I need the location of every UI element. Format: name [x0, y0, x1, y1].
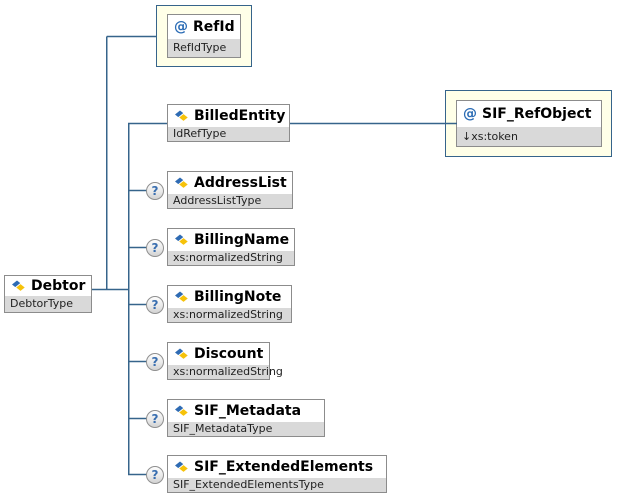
element-title-row: SIF_Metadata — [168, 400, 324, 422]
element-node-sif-metadata[interactable]: SIF_Metadata SIF_MetadataType — [167, 399, 325, 437]
attribute-at-icon: @ — [174, 19, 188, 35]
element-node-discount[interactable]: Discount xs:normalizedString — [167, 342, 283, 380]
element-name: Debtor — [31, 278, 86, 294]
element-name: BilledEntity — [194, 108, 286, 124]
attribute-node-refid[interactable]: @ RefId RefIdType — [167, 14, 241, 58]
element-title-row: Discount — [168, 343, 269, 365]
element-icon — [174, 234, 189, 246]
element-node-billedentity[interactable]: BilledEntity IdRefType — [167, 104, 290, 142]
element-node-billingnote[interactable]: BillingNote xs:normalizedString — [167, 285, 292, 323]
element-icon — [174, 461, 189, 473]
element-icon — [174, 291, 189, 303]
optional-indicator-icon: ? — [146, 466, 164, 484]
element-icon — [174, 177, 189, 189]
element-type: xs:normalizedString — [168, 308, 291, 322]
element-name: BillingNote — [194, 289, 282, 305]
element-icon — [174, 405, 189, 417]
attribute-type: ↓xs:token — [457, 127, 601, 146]
element-title-row: SIF_ExtendedElements — [168, 456, 386, 478]
attribute-title-row: @ SIF_RefObject — [457, 101, 601, 127]
element-title-row: BillingName — [168, 229, 294, 251]
element-node-addresslist[interactable]: AddressList AddressListType — [167, 171, 293, 209]
element-type: DebtorType — [5, 296, 91, 312]
element-name: Discount — [194, 346, 264, 362]
optional-indicator-icon: ? — [146, 239, 164, 257]
optional-indicator-icon: ? — [146, 353, 164, 371]
optional-indicator-icon: ? — [146, 410, 164, 428]
attribute-container-sif-refobject: @ SIF_RefObject ↓xs:token — [445, 90, 612, 157]
attribute-container-refid: @ RefId RefIdType — [156, 5, 252, 67]
element-name: BillingName — [194, 232, 290, 248]
element-title-row: BilledEntity — [168, 105, 289, 127]
element-type: AddressListType — [168, 194, 292, 208]
element-title-row: AddressList — [168, 172, 292, 194]
element-node-billingname[interactable]: BillingName xs:normalizedString — [167, 228, 295, 266]
element-type: SIF_ExtendedElementsType — [168, 478, 386, 492]
element-title-row: Debtor — [5, 276, 91, 296]
element-name: AddressList — [194, 175, 287, 191]
attribute-title-row: @ RefId — [168, 15, 240, 39]
attribute-type: RefIdType — [168, 39, 240, 57]
element-node-sif-extendedelements[interactable]: SIF_ExtendedElements SIF_ExtendedElement… — [167, 455, 387, 493]
element-icon — [174, 348, 189, 360]
element-type: xs:normalizedString — [168, 365, 283, 379]
element-type: xs:normalizedString — [168, 251, 294, 265]
optional-indicator-icon: ? — [146, 296, 164, 314]
optional-indicator-icon: ? — [146, 182, 164, 200]
element-type: SIF_MetadataType — [168, 422, 324, 436]
element-type: IdRefType — [168, 127, 289, 141]
element-icon — [174, 110, 189, 122]
attribute-at-icon: @ — [463, 106, 477, 122]
element-node-debtor[interactable]: Debtor DebtorType — [4, 275, 92, 313]
element-name: SIF_Metadata — [194, 403, 302, 419]
element-name: SIF_ExtendedElements — [194, 459, 374, 475]
attribute-node-sif-refobject[interactable]: @ SIF_RefObject ↓xs:token — [456, 100, 602, 147]
element-title-row: BillingNote — [168, 286, 291, 308]
attribute-name: RefId — [193, 19, 235, 35]
attribute-name: SIF_RefObject — [482, 106, 592, 122]
element-icon — [11, 280, 26, 292]
